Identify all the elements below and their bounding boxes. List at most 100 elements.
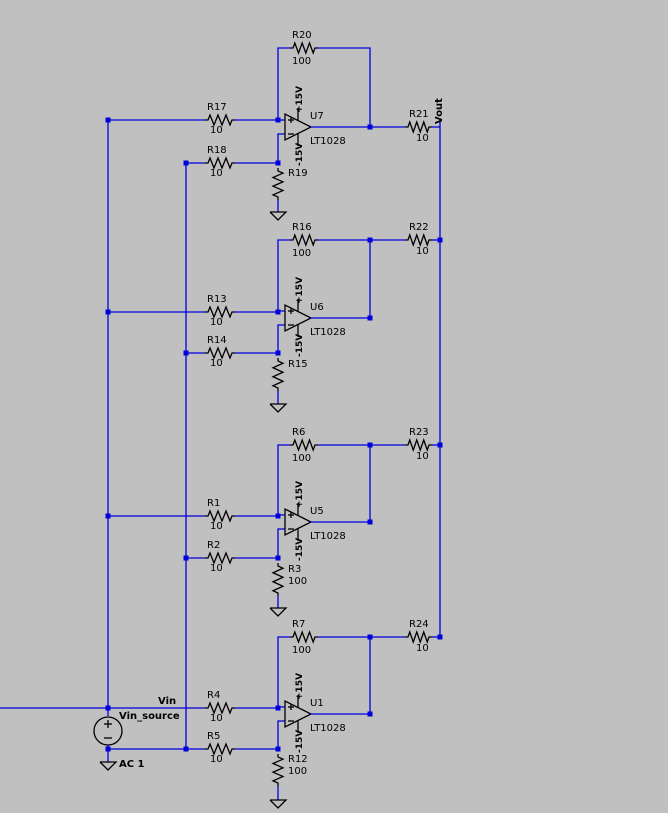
net-label-vout: Vout — [434, 98, 445, 124]
resistor-value: 10 — [416, 133, 429, 144]
feedback-wire — [277, 239, 290, 312]
opamp-model: LT1028 — [310, 531, 346, 542]
junction-dot — [367, 711, 373, 717]
pin-wire — [277, 720, 285, 749]
resistor-body — [290, 233, 318, 247]
resistor — [205, 742, 235, 756]
resistor — [290, 438, 318, 452]
feedback-wire — [318, 444, 371, 522]
resistor-value: 10 — [210, 521, 223, 532]
resistor-body — [205, 113, 235, 127]
opamp-triangle — [284, 112, 313, 142]
opamp-vneg-label: -15V — [295, 334, 305, 357]
pin-wire — [277, 514, 285, 516]
opamp-name: U1 — [310, 698, 324, 709]
resistor-value: 10 — [210, 168, 223, 179]
resistor-body — [205, 742, 235, 756]
resistor-value: 10 — [210, 713, 223, 724]
resistor-body — [290, 41, 318, 55]
resistor-name: R22 — [409, 222, 429, 233]
resistor-value: 10 — [416, 246, 429, 257]
feedback-wire — [318, 47, 371, 127]
junction-dot — [367, 442, 373, 448]
resistor-body — [405, 120, 432, 134]
resistor-body — [205, 551, 235, 565]
ground-shape — [269, 403, 288, 413]
feedback-wire — [277, 444, 290, 516]
resistor-value: 10 — [210, 754, 223, 765]
ground-icon — [99, 761, 118, 771]
resistor — [271, 754, 285, 786]
resistor-body — [271, 168, 285, 200]
opamp-vpos-label: +15V — [295, 86, 305, 113]
feedback-wire — [277, 636, 290, 708]
resistor-name: R24 — [409, 619, 429, 630]
feedback-wire — [318, 636, 371, 714]
resistor-name: R20 — [292, 30, 312, 41]
resistor-name: R5 — [207, 731, 220, 742]
resistor — [290, 41, 318, 55]
opamp-vpos-label: +15V — [295, 481, 305, 508]
opamp-name: U5 — [310, 506, 324, 517]
junction-dot — [367, 237, 373, 243]
resistor-value: 100 — [292, 645, 311, 656]
opamp-vneg-label: -15V — [295, 730, 305, 753]
feedback-wire — [277, 47, 290, 120]
pin-wire — [277, 133, 285, 163]
resistor-name: R15 — [288, 359, 308, 370]
junction-dot — [367, 519, 373, 525]
resistor — [205, 305, 235, 319]
ground-shape — [269, 607, 288, 617]
resistor-name: R19 — [288, 168, 308, 179]
resistor — [205, 346, 235, 360]
resistor — [405, 120, 432, 134]
ground-icon — [269, 799, 288, 809]
opamp-vpos-label: +15V — [295, 673, 305, 700]
ac-source-icon — [93, 716, 123, 746]
source-value: AC 1 — [119, 759, 145, 770]
resistor-value: 10 — [416, 643, 429, 654]
opamp-icon — [284, 503, 313, 541]
resistor-name: R13 — [207, 294, 227, 305]
resistor-body — [290, 630, 318, 644]
pin-wire — [277, 528, 285, 558]
opamp-vneg-label: -15V — [295, 143, 305, 166]
opamp-vneg-label: -15V — [295, 538, 305, 561]
resistor — [290, 233, 318, 247]
resistor-body — [205, 305, 235, 319]
resistor-name: R12 — [288, 754, 308, 765]
opamp-vpos-label: +15V — [295, 277, 305, 304]
ground-shape — [269, 799, 288, 809]
resistor-name: R17 — [207, 102, 227, 113]
source-wire — [107, 745, 186, 750]
resistor-value: 10 — [416, 451, 429, 462]
resistor-name: R2 — [207, 540, 220, 551]
resistor-name: R18 — [207, 145, 227, 156]
resistor-body — [205, 509, 235, 523]
opamp-triangle — [284, 699, 313, 729]
resistor — [205, 156, 235, 170]
resistor — [205, 509, 235, 523]
resistor-value: 100 — [288, 576, 307, 587]
opamp-icon — [284, 108, 313, 146]
resistor-name: R1 — [207, 498, 220, 509]
resistor-body — [271, 754, 285, 786]
resistor-value: 10 — [210, 563, 223, 574]
opamp-triangle — [284, 507, 313, 537]
resistor — [271, 168, 285, 200]
resistor-body — [405, 233, 432, 247]
resistor — [271, 358, 285, 391]
resistor — [290, 630, 318, 644]
resistor-value: 10 — [210, 317, 223, 328]
ground-icon — [269, 403, 288, 413]
resistor-body — [405, 438, 432, 452]
resistor-body — [271, 358, 285, 391]
resistor-name: R7 — [292, 619, 305, 630]
resistor-value: 10 — [210, 358, 223, 369]
resistor-body — [290, 438, 318, 452]
resistor-value: 100 — [292, 56, 311, 67]
resistor-body — [205, 701, 235, 715]
source-name: Vin_source — [119, 711, 180, 722]
junction-dot — [183, 746, 189, 752]
